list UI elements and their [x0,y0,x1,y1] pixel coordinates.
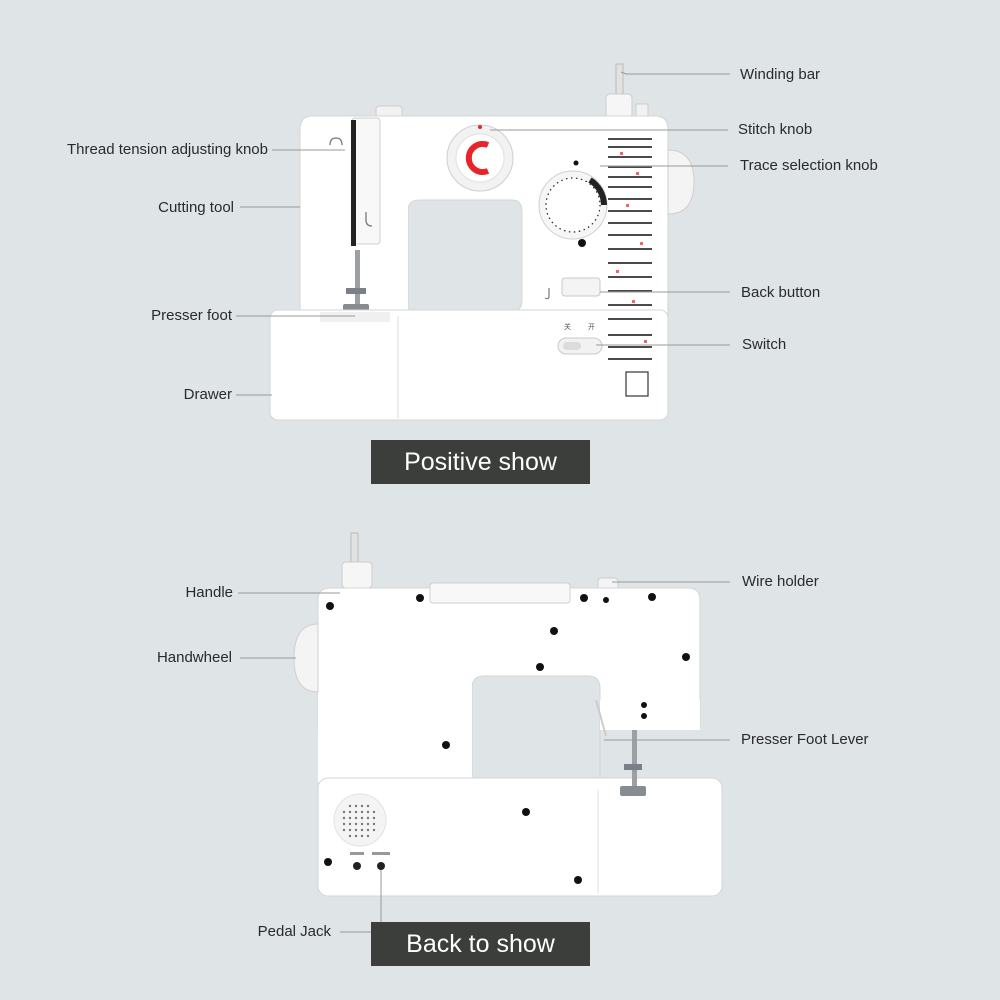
label-wire-holder: Wire holder [742,573,819,590]
label-back-button: Back button [741,284,821,301]
label-thread-tension-knob: Thread tension adjusting knob [67,141,268,158]
label-winding-bar: Winding bar [740,66,821,83]
front-banner: Positive show [371,440,590,484]
stitch-pattern-chart [608,138,652,360]
label-presser-foot-lever: Presser Foot Lever [741,731,869,748]
label-cutting-tool: Cutting tool [158,199,234,216]
vent-holes [342,804,376,838]
label-presser-foot: Presser foot [151,307,232,324]
label-trace-selection-knob: Trace selection knob [740,157,878,174]
switch-mark-on: 开 [588,324,595,331]
label-switch: Switch [742,336,787,353]
vent-grille [333,793,387,847]
dc-jack [353,862,361,870]
label-handwheel: Handwheel [156,649,232,666]
label-pedal-jack: Pedal Jack [257,923,331,940]
switch-mark-off: 关 [564,324,571,331]
label-stitch-knob: Stitch knob [738,121,813,138]
pedal-jack [377,862,385,870]
back-banner: Back to show [371,922,590,966]
label-drawer: Drawer [183,386,232,403]
back-button [561,277,601,297]
carry-handle [429,582,571,604]
label-handle: Handle [185,584,233,601]
